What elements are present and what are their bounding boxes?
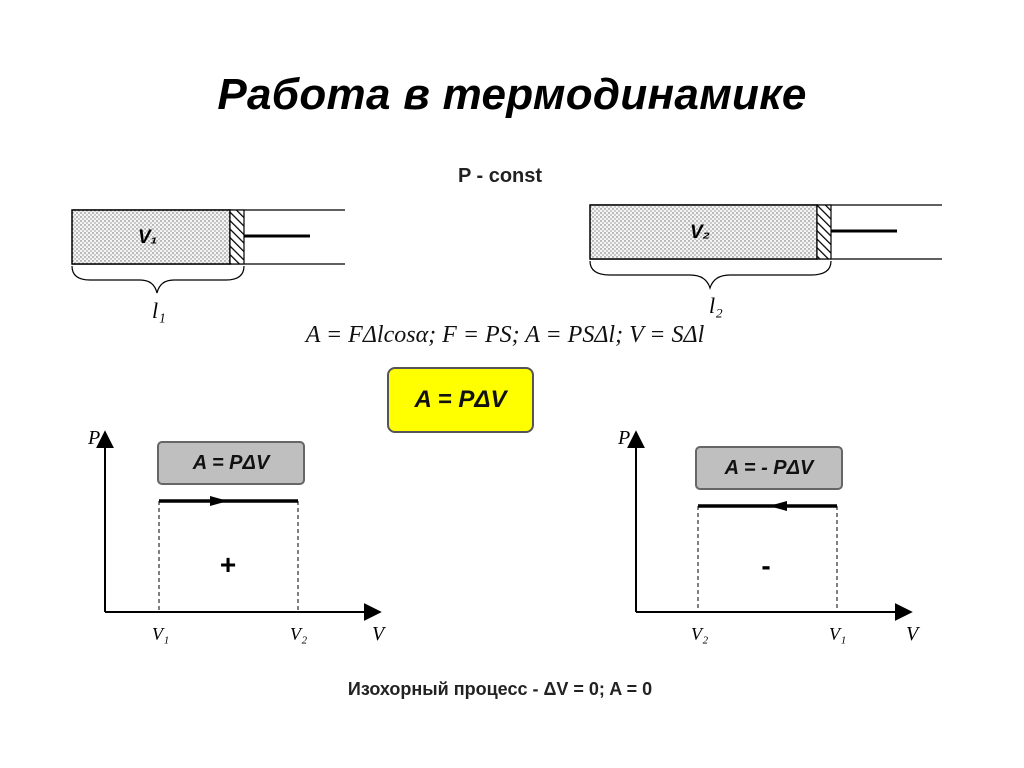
- direction-arrow-right-icon: [210, 496, 228, 506]
- cylinder-right: V₂ l₂: [589, 204, 942, 318]
- work-sign-positive: +: [220, 549, 236, 580]
- length-brace-left: [71, 265, 245, 294]
- length-label-right: l₂: [709, 293, 723, 318]
- y-axis-label-right: P: [617, 427, 630, 449]
- isochoric-process-note: Изохорный процесс - ΔV = 0; A = 0: [347, 679, 653, 699]
- volume-label-right: V₂: [690, 222, 710, 243]
- work-box-positive: A = PΔV: [157, 441, 305, 485]
- tick-label-left-start: V₁: [152, 624, 169, 644]
- page-title: Работа в термодинамике: [217, 70, 807, 119]
- y-axis-label-left: P: [87, 427, 100, 449]
- work-formula-derivation: A = FΔlcosα; F = PS; A = PSΔl; V = SΔl: [305, 322, 705, 348]
- tick-label-left-end: V₂: [290, 624, 307, 644]
- length-label-left: l₁: [152, 298, 166, 323]
- work-sign-negative: -: [761, 550, 770, 581]
- piston-left: [229, 209, 245, 265]
- gas-volume-right: [589, 204, 818, 260]
- cylinder-left: V₁ l₁: [71, 209, 345, 323]
- piston-right: [816, 204, 832, 260]
- length-brace-right: [589, 260, 832, 291]
- volume-label-left: V₁: [138, 227, 157, 248]
- tick-label-right-start: V₂: [691, 624, 708, 644]
- pv-graph-right: P V - V₂ V₁: [617, 427, 921, 645]
- x-axis-label-right: V: [906, 623, 921, 645]
- condition-label: P - const: [457, 165, 543, 187]
- main-formula-box: A = PΔV: [387, 367, 534, 433]
- pv-graph-left: P V + V₁ V₂: [87, 427, 387, 645]
- x-axis-label-left: V: [372, 623, 387, 645]
- work-box-negative: A = - PΔV: [695, 446, 843, 490]
- direction-arrow-left-icon: [769, 501, 787, 511]
- tick-label-right-end: V₁: [829, 624, 846, 644]
